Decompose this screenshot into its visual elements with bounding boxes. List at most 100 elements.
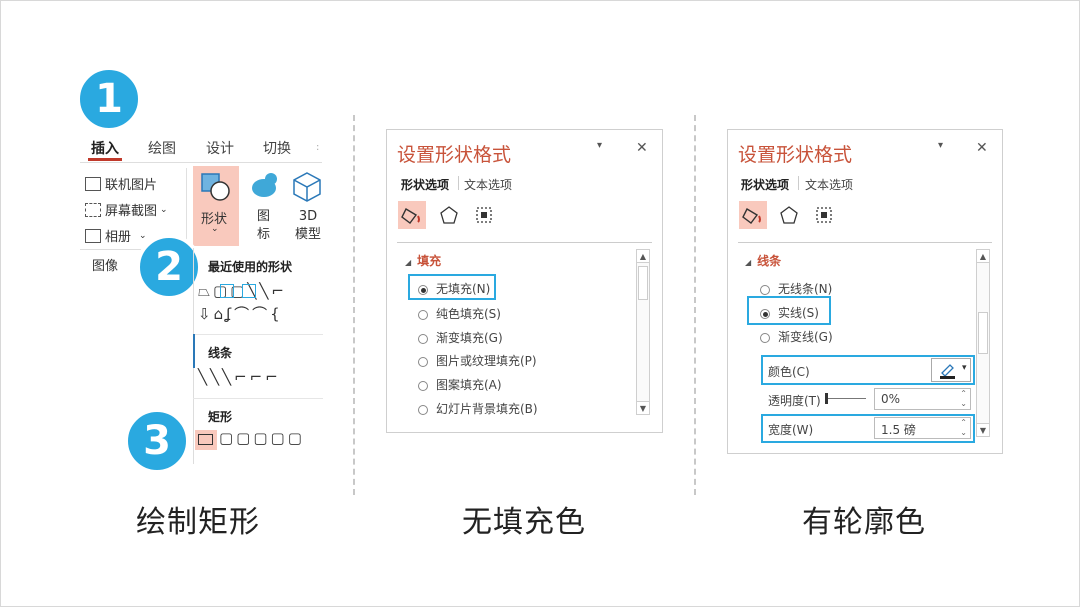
tab-draw[interactable]: 绘图: [148, 141, 176, 157]
radio-gradient-line[interactable]: 渐变线(G): [760, 328, 833, 345]
recent-shapes-row-2[interactable]: ⇩⌂ʆ⌒⌒{: [198, 305, 283, 323]
scroll-down-icon[interactable]: ▼: [976, 423, 990, 437]
highlight-box: [761, 355, 975, 385]
recent-textbox-shape[interactable]: [220, 284, 234, 298]
radio-gradient-fill[interactable]: 渐变填充(G): [418, 329, 503, 346]
online-pictures-button[interactable]: 联机图片: [85, 174, 157, 193]
caption-no-fill: 无填充色: [462, 505, 586, 540]
radio-button[interactable]: [418, 333, 428, 344]
size-properties-icon[interactable]: [813, 204, 835, 226]
radio-button[interactable]: [760, 332, 770, 343]
tab-transitions[interactable]: 切换: [263, 141, 291, 157]
tab-divider: [798, 176, 799, 190]
width-input[interactable]: 1.5 磅 ⌃⌄: [874, 417, 971, 439]
radio-slide-background-fill[interactable]: 幻灯片背景填充(B): [418, 400, 538, 417]
pane-options-icon[interactable]: ▾: [938, 140, 944, 151]
color-picker-button[interactable]: ▾: [931, 358, 971, 382]
transparency-value: 0%: [881, 392, 901, 406]
fill-section-header[interactable]: ◢填充: [405, 252, 441, 269]
screenshot-label: 屏幕截图: [105, 204, 158, 219]
color-label: 颜色(C): [768, 365, 810, 379]
pane-divider: [397, 242, 652, 243]
radio-button[interactable]: [418, 356, 428, 367]
format-shape-pane-fill: [386, 129, 663, 433]
fill-line-tab[interactable]: [739, 201, 767, 229]
pane-divider: [738, 242, 992, 243]
tab-divider: [458, 176, 459, 190]
scroll-thumb[interactable]: [638, 266, 648, 300]
icons-label: 图 标: [257, 209, 271, 242]
radio-button[interactable]: [418, 404, 428, 415]
tab-shape-options[interactable]: 形状选项: [741, 178, 790, 192]
screenshot-icon: [85, 202, 101, 217]
transparency-input[interactable]: 0% ⌃⌄: [874, 388, 971, 410]
scroll-down-icon[interactable]: ▼: [636, 401, 650, 415]
spinner-icon[interactable]: ⌃⌄: [960, 418, 967, 437]
radio-pattern-fill[interactable]: 图案填充(A): [418, 376, 502, 393]
shapes-button[interactable]: 形状 ⌄: [193, 166, 239, 246]
chevron-down-icon: ▾: [962, 363, 967, 373]
tab-text-options[interactable]: 文本选项: [464, 178, 513, 192]
highlight-box: [408, 274, 496, 300]
radio-solid-line[interactable]: 实线(S): [760, 304, 819, 321]
scroll-up-icon[interactable]: ▲: [636, 249, 650, 263]
icons-button[interactable]: 图 标: [245, 170, 283, 246]
tab-overflow[interactable]: :: [316, 142, 320, 153]
scroll-up-icon[interactable]: ▲: [976, 249, 990, 263]
transparency-slider-thumb[interactable]: [825, 393, 828, 404]
radio-button[interactable]: [760, 284, 770, 295]
close-icon[interactable]: ✕: [636, 140, 648, 156]
online-pictures-label: 联机图片: [105, 178, 158, 193]
pen-color-icon: [940, 364, 955, 379]
radio-picture-fill[interactable]: 图片或纹理填充(P): [418, 352, 537, 369]
3d-model-label: 3D 模型: [295, 209, 322, 242]
radio-button[interactable]: [418, 284, 428, 295]
size-properties-icon[interactable]: [473, 204, 495, 226]
scrollbar[interactable]: ▲ ▼: [636, 249, 650, 415]
step-3-badge: 3: [124, 408, 190, 474]
album-icon: [85, 228, 101, 243]
recent-shapes-row-1[interactable]: ⏢▢▢╲╲⌐: [198, 282, 287, 300]
radio-button[interactable]: [418, 380, 428, 391]
dropdown-divider: [193, 398, 323, 399]
caption-draw-rectangle: 绘制矩形: [136, 505, 260, 540]
shapes-label: 形状: [201, 212, 228, 227]
radio-button[interactable]: [418, 309, 428, 320]
scroll-thumb[interactable]: [978, 312, 988, 354]
radio-label: 纯色填充(S): [436, 307, 501, 321]
radio-button[interactable]: [760, 308, 770, 319]
radio-solid-fill[interactable]: 纯色填充(S): [418, 305, 501, 322]
format-shape-pane-line: [727, 129, 1003, 454]
radio-no-fill[interactable]: 无填充(N): [418, 280, 490, 297]
tab-text-options[interactable]: 文本选项: [805, 178, 854, 192]
3d-model-button[interactable]: 3D 模型: [289, 170, 327, 246]
tab-shape-options[interactable]: 形状选项: [401, 178, 450, 192]
ribbon-divider: [80, 162, 322, 163]
effects-pentagon-icon[interactable]: [438, 204, 460, 226]
radio-label: 渐变填充(G): [436, 331, 503, 345]
rectangle-icon: [198, 434, 213, 445]
scrollbar[interactable]: ▲ ▼: [976, 249, 990, 437]
effects-pentagon-icon[interactable]: [778, 204, 800, 226]
spinner-icon[interactable]: ⌃⌄: [960, 389, 967, 408]
rectangle-shape-selected[interactable]: [195, 430, 217, 450]
close-icon[interactable]: ✕: [976, 140, 988, 156]
recent-vertical-textbox-shape[interactable]: [242, 284, 256, 298]
pane-options-icon[interactable]: ▾: [597, 140, 603, 151]
radio-no-line[interactable]: 无线条(N): [760, 280, 832, 297]
screenshot-button[interactable]: 屏幕截图 ⌄: [85, 200, 168, 219]
tab-design[interactable]: 设计: [206, 141, 234, 157]
caption-outline-color: 有轮廓色: [802, 505, 926, 540]
line-shapes-row[interactable]: ╲╲╲⌐⌐⌐: [198, 368, 281, 386]
tab-insert[interactable]: 插入: [91, 141, 119, 157]
fill-section-label: 填充: [417, 254, 442, 268]
fill-line-tab[interactable]: [398, 201, 426, 229]
images-group-label: 图像: [92, 259, 119, 274]
transparency-slider[interactable]: [826, 398, 866, 399]
recent-shapes-header: 最近使用的形状: [208, 260, 293, 274]
album-label: 相册: [105, 230, 132, 245]
album-button[interactable]: 相册 ⌄: [85, 226, 147, 245]
rectangle-shapes-row[interactable]: ▢▢▢▢▢: [219, 429, 305, 447]
highlight-box: [747, 296, 831, 325]
line-section-header[interactable]: ◢线条: [745, 252, 781, 269]
